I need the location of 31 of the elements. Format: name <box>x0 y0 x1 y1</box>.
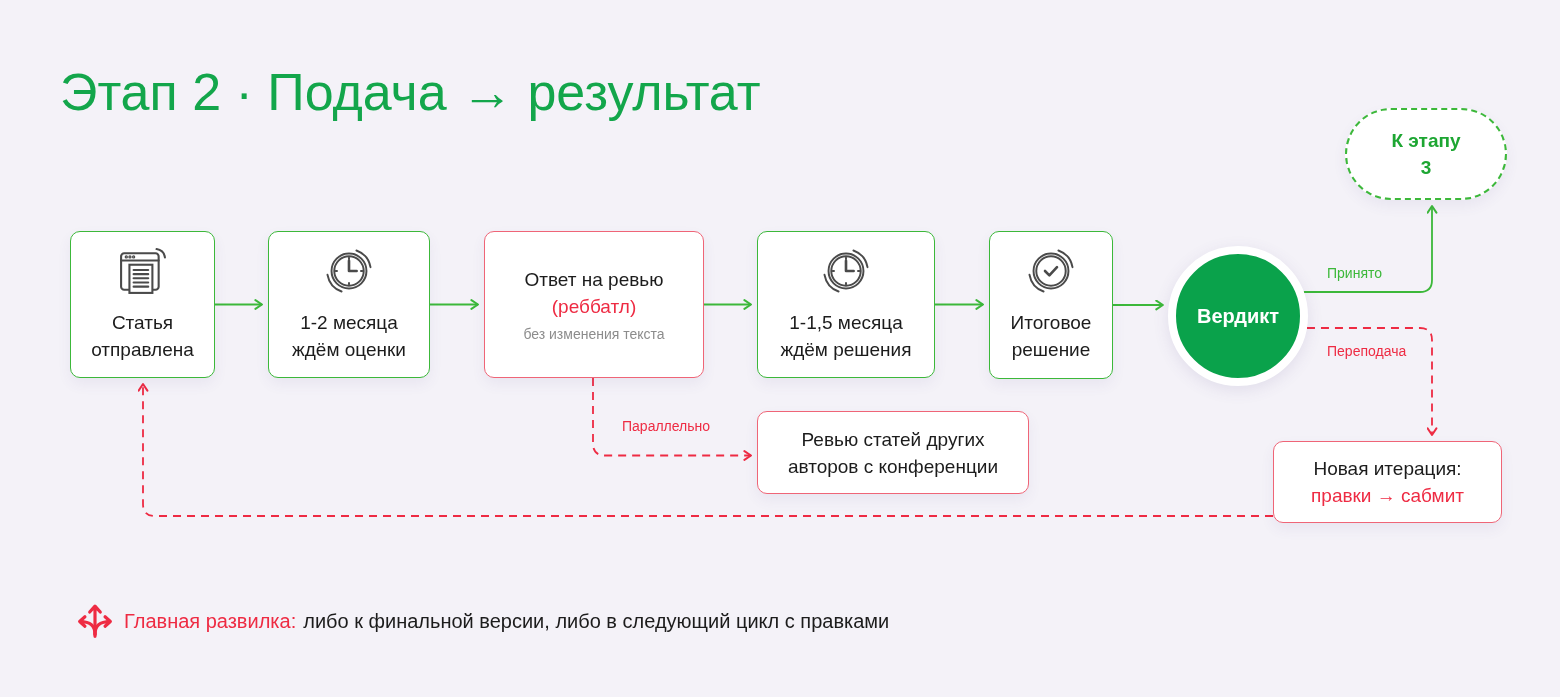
process-box <box>757 231 935 378</box>
note-heading: Главная развилка: <box>124 609 297 633</box>
node-note: без изменения текста <box>523 324 665 344</box>
dashed-arrow <box>137 383 1274 517</box>
arrow <box>1112 299 1164 311</box>
process-box <box>1273 441 1502 523</box>
process-box <box>70 231 215 378</box>
node-label: Новая итерация: <box>1313 457 1462 481</box>
arrow <box>1302 205 1438 293</box>
node-label: Вердикт <box>1196 304 1280 329</box>
process-box <box>484 231 704 378</box>
note-text: либо к финальной версии, либо в следующий цикл с правками <box>303 609 890 633</box>
dashed-arrow <box>1306 327 1438 436</box>
node-label: К этапу 3 <box>1390 129 1462 180</box>
node-label: 1-1,5 месяца ждём решения <box>779 310 913 362</box>
arrow <box>934 299 984 310</box>
arrow <box>214 299 263 310</box>
process-box <box>757 411 1029 494</box>
dashed-arrow <box>592 377 752 461</box>
arrow <box>429 299 479 310</box>
node-label: Статья отправлена <box>90 310 195 362</box>
process-box <box>268 231 430 378</box>
node-label: Итоговое решение <box>1009 311 1093 362</box>
process-box <box>989 231 1113 379</box>
node-label: Ревью статей других авторов с конференции <box>786 427 1000 479</box>
node-label: 1-2 месяца ждём оценки <box>291 310 407 362</box>
diagram-title: Этап 2 · Подача → результат <box>60 62 761 123</box>
arrow <box>703 299 752 310</box>
node-subtitle: (реббатл) <box>551 294 637 319</box>
node-subtitle: правки → сабмит <box>1311 484 1464 508</box>
node-label: Ответ на ревью <box>524 267 664 292</box>
